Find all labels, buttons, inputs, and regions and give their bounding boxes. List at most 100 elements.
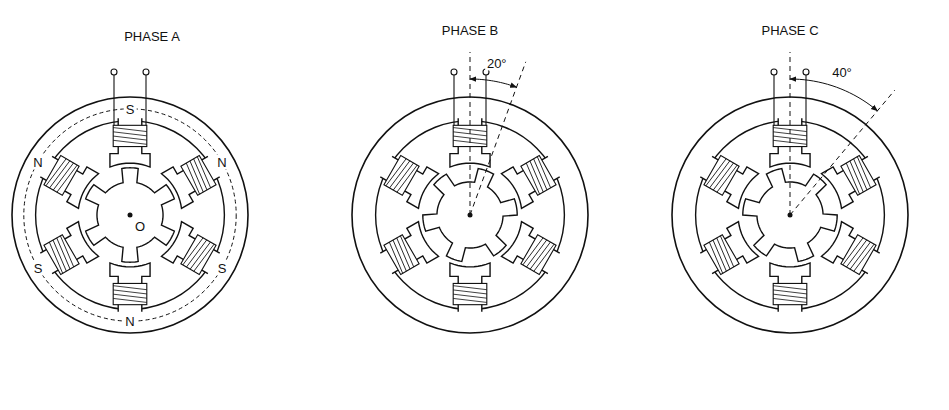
stator-pole bbox=[501, 222, 563, 281]
coil-winding bbox=[183, 163, 203, 194]
coil-winding bbox=[523, 236, 543, 267]
stator-outer bbox=[12, 97, 248, 333]
coil-winding bbox=[850, 240, 870, 271]
coil-winding bbox=[710, 159, 730, 190]
coil-winding bbox=[390, 159, 410, 190]
angle-arc bbox=[790, 79, 877, 111]
reference-line bbox=[470, 52, 471, 215]
coil-winding bbox=[397, 163, 417, 194]
stator-pole bbox=[821, 149, 883, 208]
pole-body bbox=[501, 222, 563, 281]
coil-winding bbox=[113, 298, 147, 302]
terminal bbox=[771, 69, 777, 75]
phase-label: PHASE B bbox=[440, 23, 500, 38]
coil-winding bbox=[113, 294, 147, 298]
coil-winding bbox=[846, 238, 866, 269]
coil-winding bbox=[534, 242, 554, 273]
lead-wire bbox=[145, 75, 146, 125]
coil-winding bbox=[773, 298, 807, 302]
lead-wire bbox=[113, 75, 114, 125]
pole-polarity: N bbox=[31, 154, 44, 169]
coil-winding bbox=[113, 128, 147, 132]
stator-pole bbox=[770, 263, 810, 312]
coil-winding bbox=[843, 163, 863, 194]
coil-winding bbox=[453, 294, 487, 298]
coil bbox=[181, 235, 216, 275]
coil-winding bbox=[57, 163, 77, 194]
coil bbox=[113, 283, 147, 304]
pole-polarity: S bbox=[32, 261, 45, 276]
coil-winding bbox=[526, 238, 546, 269]
stepper-motor bbox=[352, 52, 588, 333]
shaft-center bbox=[128, 213, 133, 218]
coil bbox=[453, 125, 487, 146]
coil bbox=[841, 156, 876, 196]
terminal bbox=[451, 69, 457, 75]
coil-winding bbox=[773, 290, 807, 294]
coil bbox=[44, 156, 79, 196]
pole-polarity: N bbox=[215, 154, 228, 169]
rotor bbox=[86, 168, 175, 262]
coil-winding bbox=[453, 286, 487, 290]
rotor-axis-line bbox=[470, 62, 526, 215]
pole-body bbox=[376, 149, 438, 208]
coil bbox=[773, 283, 807, 304]
coil-winding bbox=[843, 236, 863, 267]
coil-winding bbox=[57, 236, 77, 267]
coil-winding bbox=[386, 157, 406, 188]
coil bbox=[384, 156, 419, 196]
lead-wire bbox=[453, 75, 454, 125]
coil bbox=[773, 125, 807, 146]
pole-body bbox=[450, 263, 490, 312]
pole-body bbox=[821, 149, 883, 208]
coil-winding bbox=[717, 236, 737, 267]
coil-winding bbox=[393, 161, 413, 192]
coil-winding bbox=[530, 240, 550, 271]
pole-polarity: S bbox=[216, 261, 229, 276]
lead-wire bbox=[805, 75, 806, 125]
angle-label: 40° bbox=[830, 65, 854, 80]
coil-winding bbox=[773, 294, 807, 298]
coil bbox=[44, 235, 79, 275]
coil bbox=[384, 235, 419, 275]
coil-winding bbox=[113, 286, 147, 290]
rotor-axis-line bbox=[790, 90, 895, 215]
pole-polarity: N bbox=[123, 314, 136, 329]
coil-winding bbox=[53, 161, 73, 192]
coil-winding bbox=[190, 240, 210, 271]
pole-body bbox=[696, 222, 758, 281]
coil-winding bbox=[706, 157, 726, 188]
coil bbox=[453, 283, 487, 304]
center-label: O bbox=[133, 219, 147, 234]
coil bbox=[521, 235, 556, 275]
coil bbox=[841, 235, 876, 275]
coil-winding bbox=[717, 163, 737, 194]
coil-winding bbox=[113, 290, 147, 294]
coil-winding bbox=[113, 140, 147, 144]
stator-pole bbox=[110, 263, 150, 312]
coil-winding bbox=[854, 242, 874, 273]
terminal bbox=[803, 69, 809, 75]
coil-winding bbox=[186, 238, 206, 269]
pole-body bbox=[110, 118, 150, 167]
coil-winding bbox=[194, 242, 214, 273]
angle-label: 20° bbox=[485, 56, 509, 71]
coil-winding bbox=[713, 161, 733, 192]
angle-arc bbox=[470, 79, 517, 87]
lead-wire bbox=[773, 75, 774, 125]
coil-winding bbox=[523, 163, 543, 194]
stator-pole bbox=[450, 263, 490, 312]
coil-winding bbox=[453, 290, 487, 294]
coil-winding bbox=[453, 298, 487, 302]
coil-winding bbox=[773, 286, 807, 290]
pole-polarity: S bbox=[124, 101, 137, 116]
phase-label: PHASE A bbox=[122, 29, 182, 44]
flux-path bbox=[24, 109, 236, 321]
coil-winding bbox=[113, 136, 147, 140]
pole-body bbox=[110, 263, 150, 312]
stator-pole bbox=[110, 118, 150, 167]
stepper-motor bbox=[12, 69, 248, 333]
coil bbox=[181, 156, 216, 196]
coil bbox=[704, 156, 739, 196]
